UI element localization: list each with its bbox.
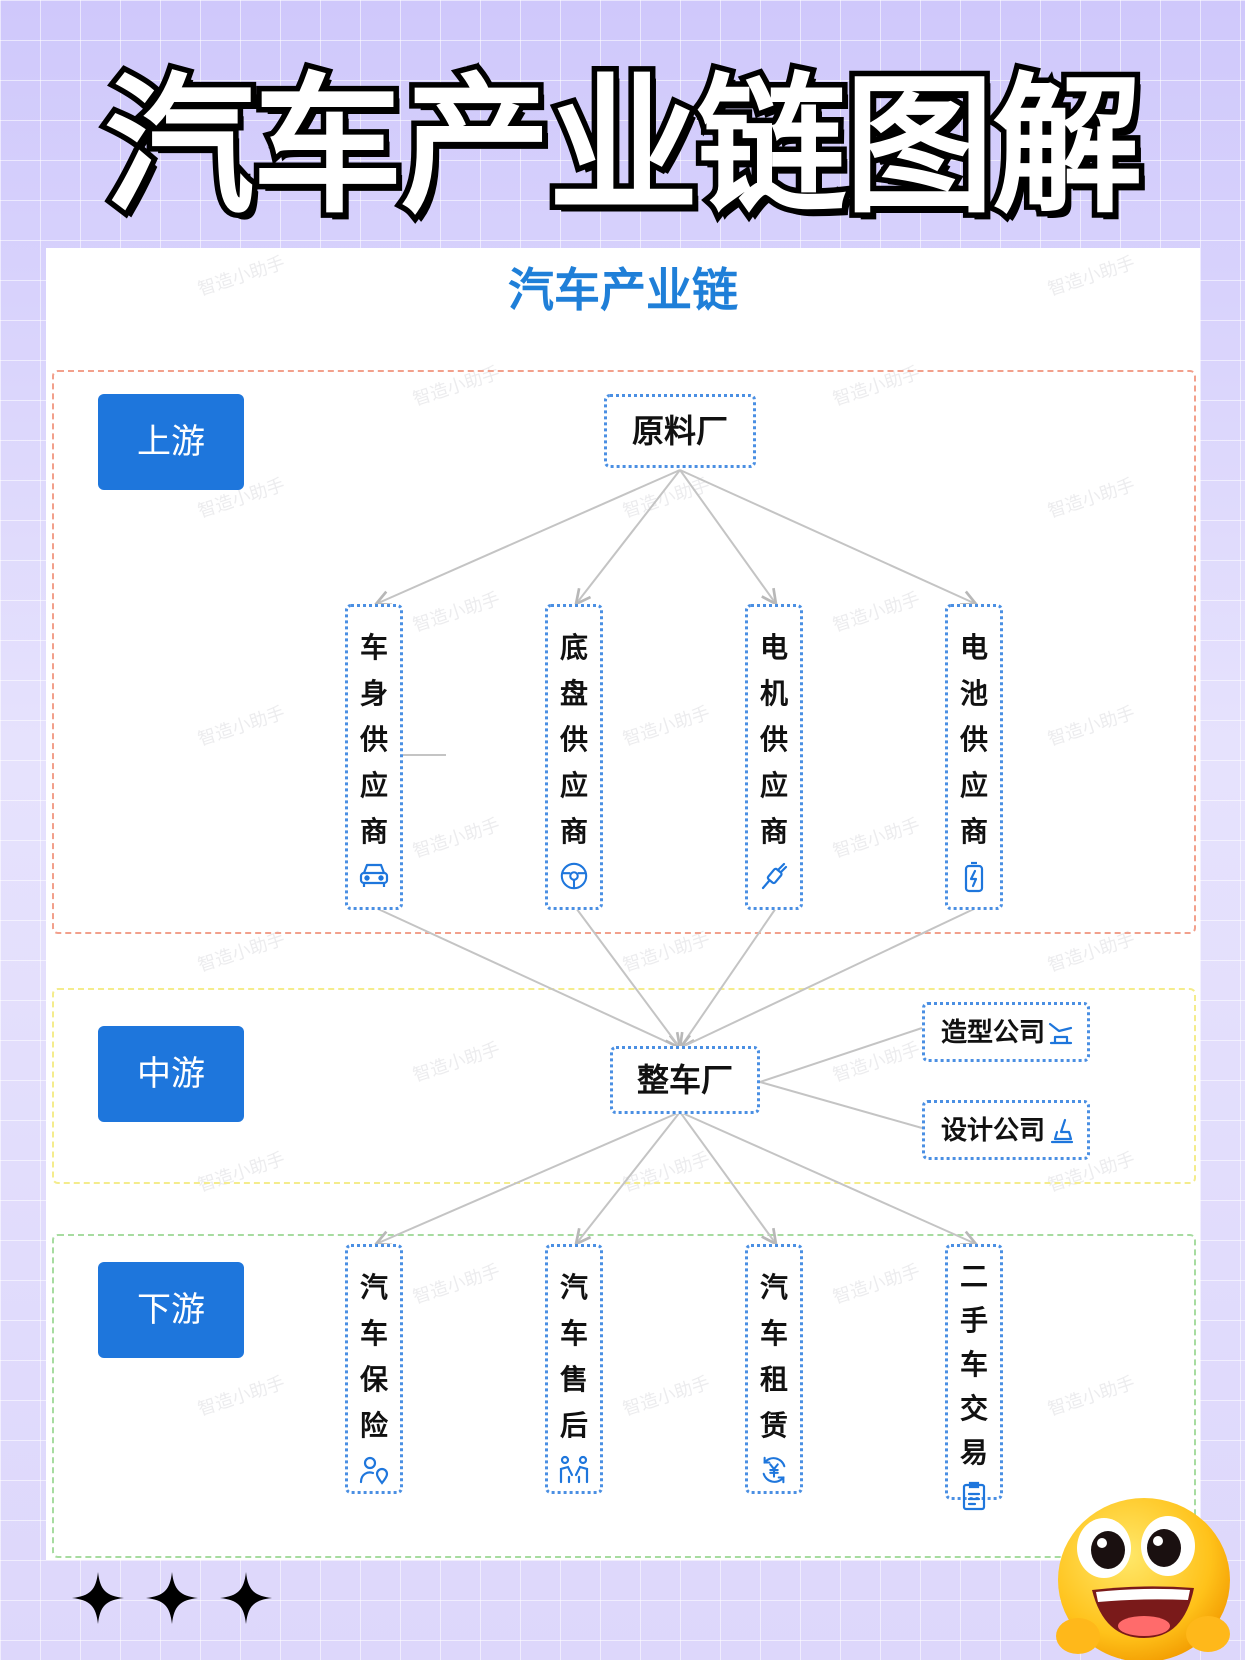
tier-tag-midstream: 中游 (98, 1026, 244, 1122)
clipboard-icon (962, 1481, 986, 1511)
node-chassis-supplier: 底盘供应商 (545, 604, 603, 910)
node-design-company: 设计公司 (922, 1100, 1090, 1160)
downstream-zone (52, 1234, 1196, 1558)
node-modeling-company: 造型公司 (922, 1002, 1090, 1062)
tier-tag-upstream: 上游 (98, 394, 244, 490)
edge-root-motor (679, 469, 776, 604)
node-battery-supplier: 电池供应商 (945, 604, 1003, 910)
node-label: 汽车售后 (559, 1271, 588, 1442)
node-label: 汽车保险 (359, 1271, 388, 1442)
node-label: 造型公司 (941, 1018, 1046, 1048)
edge-chassis-oem (575, 907, 680, 1048)
yen-refresh-icon (762, 1456, 786, 1484)
node-label: 底盘供应商 (559, 631, 588, 848)
sparkle-icon (72, 1572, 124, 1624)
edge-oem-insurance (376, 1111, 681, 1244)
tier-tag-downstream: 下游 (98, 1262, 244, 1358)
steering-wheel-icon (560, 862, 588, 890)
edge-motor-oem (680, 907, 777, 1048)
node-raw-material-factory: 原料厂 (604, 394, 756, 468)
grinning-face-icon (1056, 1498, 1230, 1660)
edge-root-chassis (576, 469, 681, 604)
node-label: 汽车租赁 (759, 1271, 788, 1442)
person-location-icon (359, 1456, 389, 1485)
sparkle-icon (146, 1572, 198, 1624)
connector-lines (46, 469, 1200, 1560)
people-service-icon (559, 1455, 589, 1484)
node-motor-supplier: 电机供应商 (745, 604, 803, 910)
sparkles (70, 1570, 274, 1626)
edge-oem-usedcar (679, 1111, 976, 1244)
edge-root-battery (679, 469, 976, 604)
node-label: 电池供应商 (959, 631, 988, 848)
design-seat-icon (1050, 1118, 1074, 1144)
car-icon (359, 863, 389, 887)
motor-plug-icon (761, 862, 788, 890)
node-label: 电机供应商 (759, 631, 788, 848)
edge-body-oem (375, 907, 680, 1048)
upstream-zone (52, 370, 1196, 934)
diagram-card: 汽车产业链 智造小助手 智造小助手 智造小助手 智造小助手 智造小助手 智造小助… (46, 248, 1200, 1560)
node-used-car-trade: 二手车交易 (945, 1244, 1003, 1511)
node-label: 设计公司 (941, 1116, 1046, 1146)
modeling-icon (1048, 1022, 1073, 1045)
node-car-insurance: 汽车保险 (345, 1244, 403, 1494)
page-title: 汽车产业链图解 (99, 57, 1148, 238)
node-car-aftersales: 汽车售后 (545, 1244, 603, 1494)
diagram-title: 汽车产业链 (508, 263, 738, 317)
edge-battery-oem (680, 907, 977, 1048)
edge-oem-modeling (759, 1027, 923, 1083)
sparkle-icon (220, 1572, 272, 1624)
node-body-supplier: 车身供应商 (345, 604, 403, 910)
node-label: 车身供应商 (359, 631, 388, 848)
edge-oem-aftersales (576, 1111, 681, 1244)
edge-oem-design (759, 1081, 923, 1129)
node-vehicle-manufacturer: 整车厂 (610, 1046, 760, 1114)
edge-oem-rental (679, 1111, 776, 1244)
edge-root-body (376, 469, 681, 604)
node-car-rental: 汽车租赁 (745, 1244, 803, 1494)
node-label: 二手车交易 (959, 1260, 988, 1469)
battery-icon (964, 861, 984, 893)
